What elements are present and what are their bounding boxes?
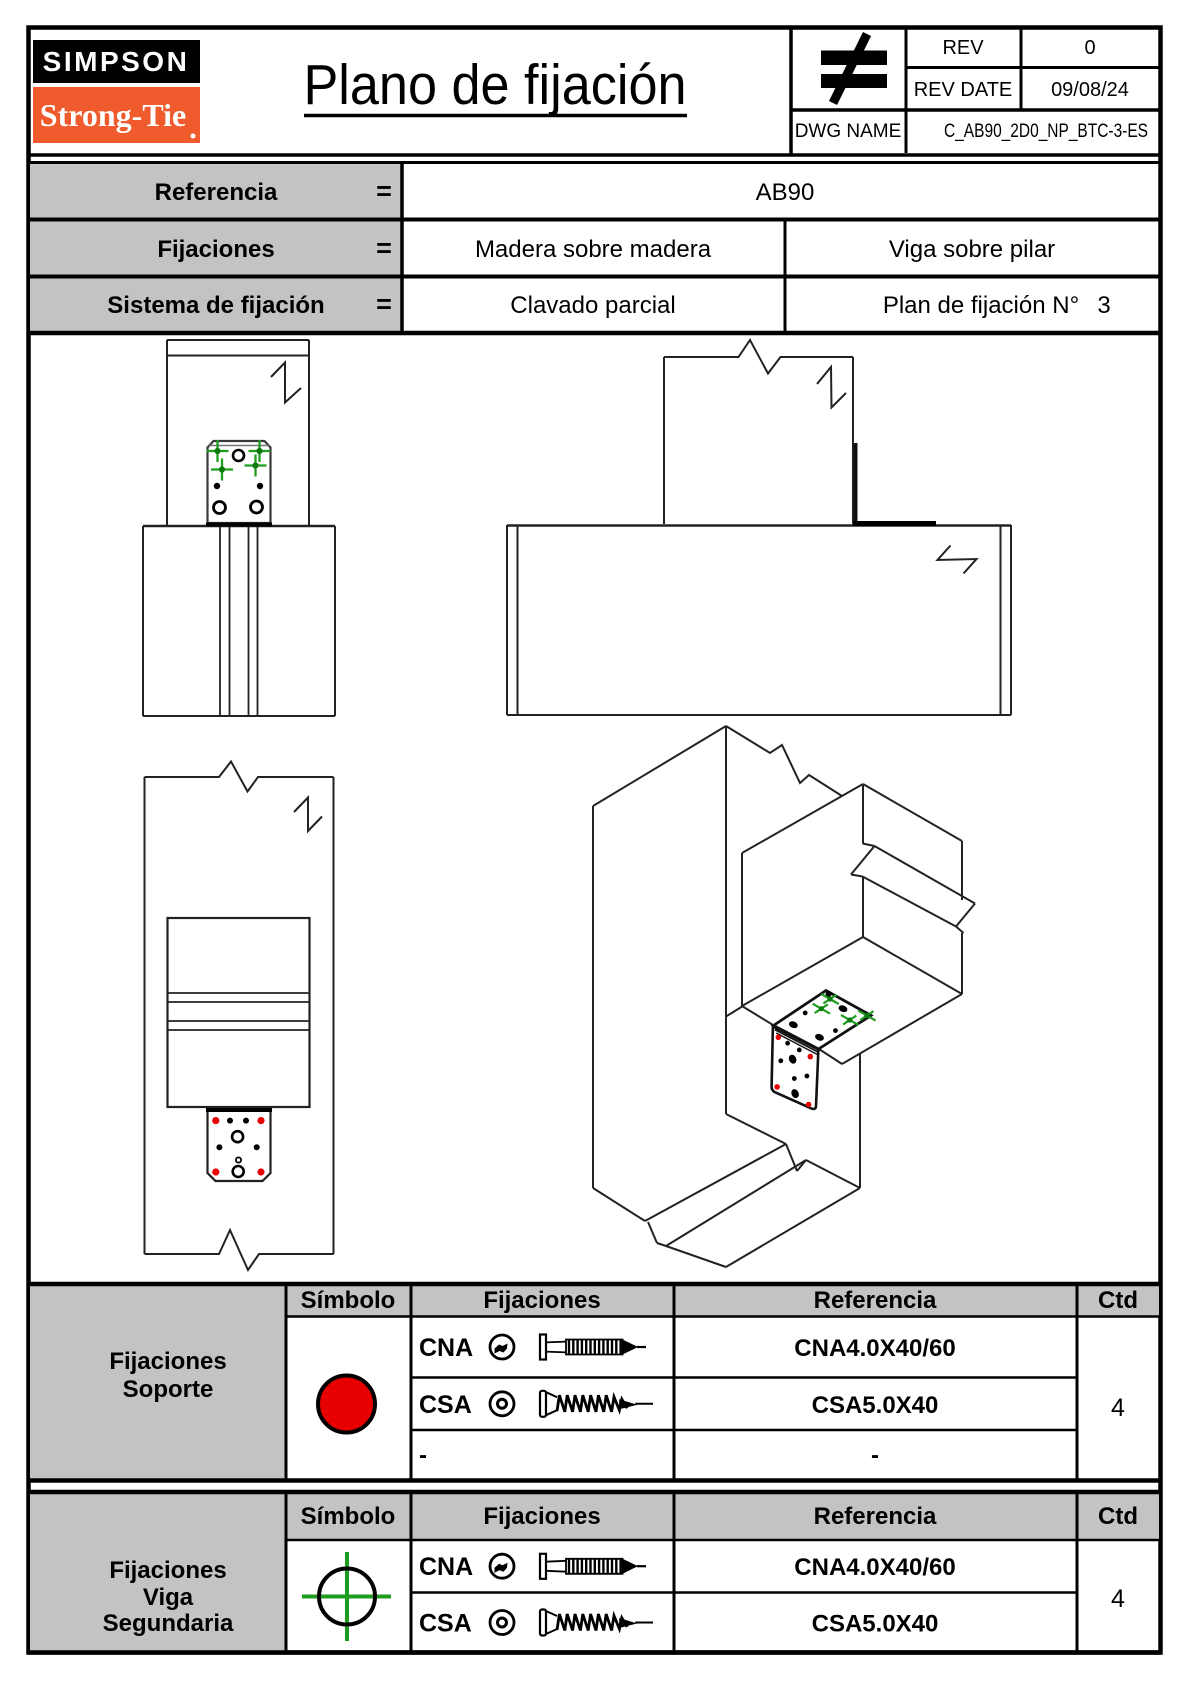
svg-text:Fijaciones: Fijaciones xyxy=(157,236,274,263)
svg-text:=: = xyxy=(376,176,392,206)
svg-text:CNA4.0X40/60: CNA4.0X40/60 xyxy=(794,1335,955,1362)
svg-text:CSA: CSA xyxy=(419,1610,472,1638)
svg-text:REV: REV xyxy=(942,37,984,59)
svg-text:C_AB90_2D0_NP_BTC-3-ES: C_AB90_2D0_NP_BTC-3-ES xyxy=(944,121,1148,142)
svg-text:Fijaciones: Fijaciones xyxy=(109,1557,226,1584)
svg-text:CSA5.0X40: CSA5.0X40 xyxy=(812,1611,939,1638)
svg-text:09/08/24: 09/08/24 xyxy=(1051,79,1129,101)
svg-text:Ctd: Ctd xyxy=(1098,1503,1138,1530)
svg-text:Strong-Tie: Strong-Tie xyxy=(40,97,186,133)
svg-text:0: 0 xyxy=(1084,37,1095,59)
svg-text:Referencia: Referencia xyxy=(814,1503,937,1530)
svg-text:Plano de fijación: Plano de fijación xyxy=(304,53,687,117)
svg-text:Símbolo: Símbolo xyxy=(301,1503,396,1530)
svg-text:4: 4 xyxy=(1111,1394,1125,1422)
svg-text:Símbolo: Símbolo xyxy=(301,1287,396,1314)
svg-text:DWG NAME: DWG NAME xyxy=(795,121,902,142)
svg-text:Sistema de fijación: Sistema de fijación xyxy=(107,292,324,319)
svg-text:CSA5.0X40: CSA5.0X40 xyxy=(812,1392,939,1419)
svg-text:Referencia: Referencia xyxy=(814,1287,937,1314)
svg-text:3: 3 xyxy=(1097,292,1110,319)
svg-text:Soporte: Soporte xyxy=(123,1376,214,1403)
svg-text:Fijaciones: Fijaciones xyxy=(483,1503,600,1530)
svg-text:Segundaria: Segundaria xyxy=(103,1610,234,1637)
svg-text:=: = xyxy=(376,289,392,319)
svg-text:-: - xyxy=(871,1442,879,1469)
svg-text:Fijaciones: Fijaciones xyxy=(109,1348,226,1375)
svg-text:Viga sobre pilar: Viga sobre pilar xyxy=(889,236,1055,263)
svg-text:CSA: CSA xyxy=(419,1391,472,1419)
svg-text:Viga: Viga xyxy=(143,1584,194,1611)
svg-text:=: = xyxy=(376,233,392,263)
svg-text:Ctd: Ctd xyxy=(1098,1287,1138,1314)
svg-text:Fijaciones: Fijaciones xyxy=(483,1287,600,1314)
svg-text:Clavado parcial: Clavado parcial xyxy=(510,292,675,319)
svg-text:Madera sobre madera: Madera sobre madera xyxy=(475,236,712,263)
svg-text:Plan de fijación N°: Plan de fijación N° xyxy=(883,292,1079,319)
svg-text:SIMPSON: SIMPSON xyxy=(43,46,190,77)
svg-text:CNA4.0X40/60: CNA4.0X40/60 xyxy=(794,1554,955,1581)
svg-text:REV DATE: REV DATE xyxy=(914,79,1013,101)
svg-text:CNA: CNA xyxy=(419,1334,473,1362)
svg-text:-: - xyxy=(419,1442,427,1469)
svg-text:AB90: AB90 xyxy=(756,179,815,206)
svg-text:CNA: CNA xyxy=(419,1553,473,1581)
svg-text:4: 4 xyxy=(1111,1585,1125,1613)
svg-text:Referencia: Referencia xyxy=(155,179,278,206)
